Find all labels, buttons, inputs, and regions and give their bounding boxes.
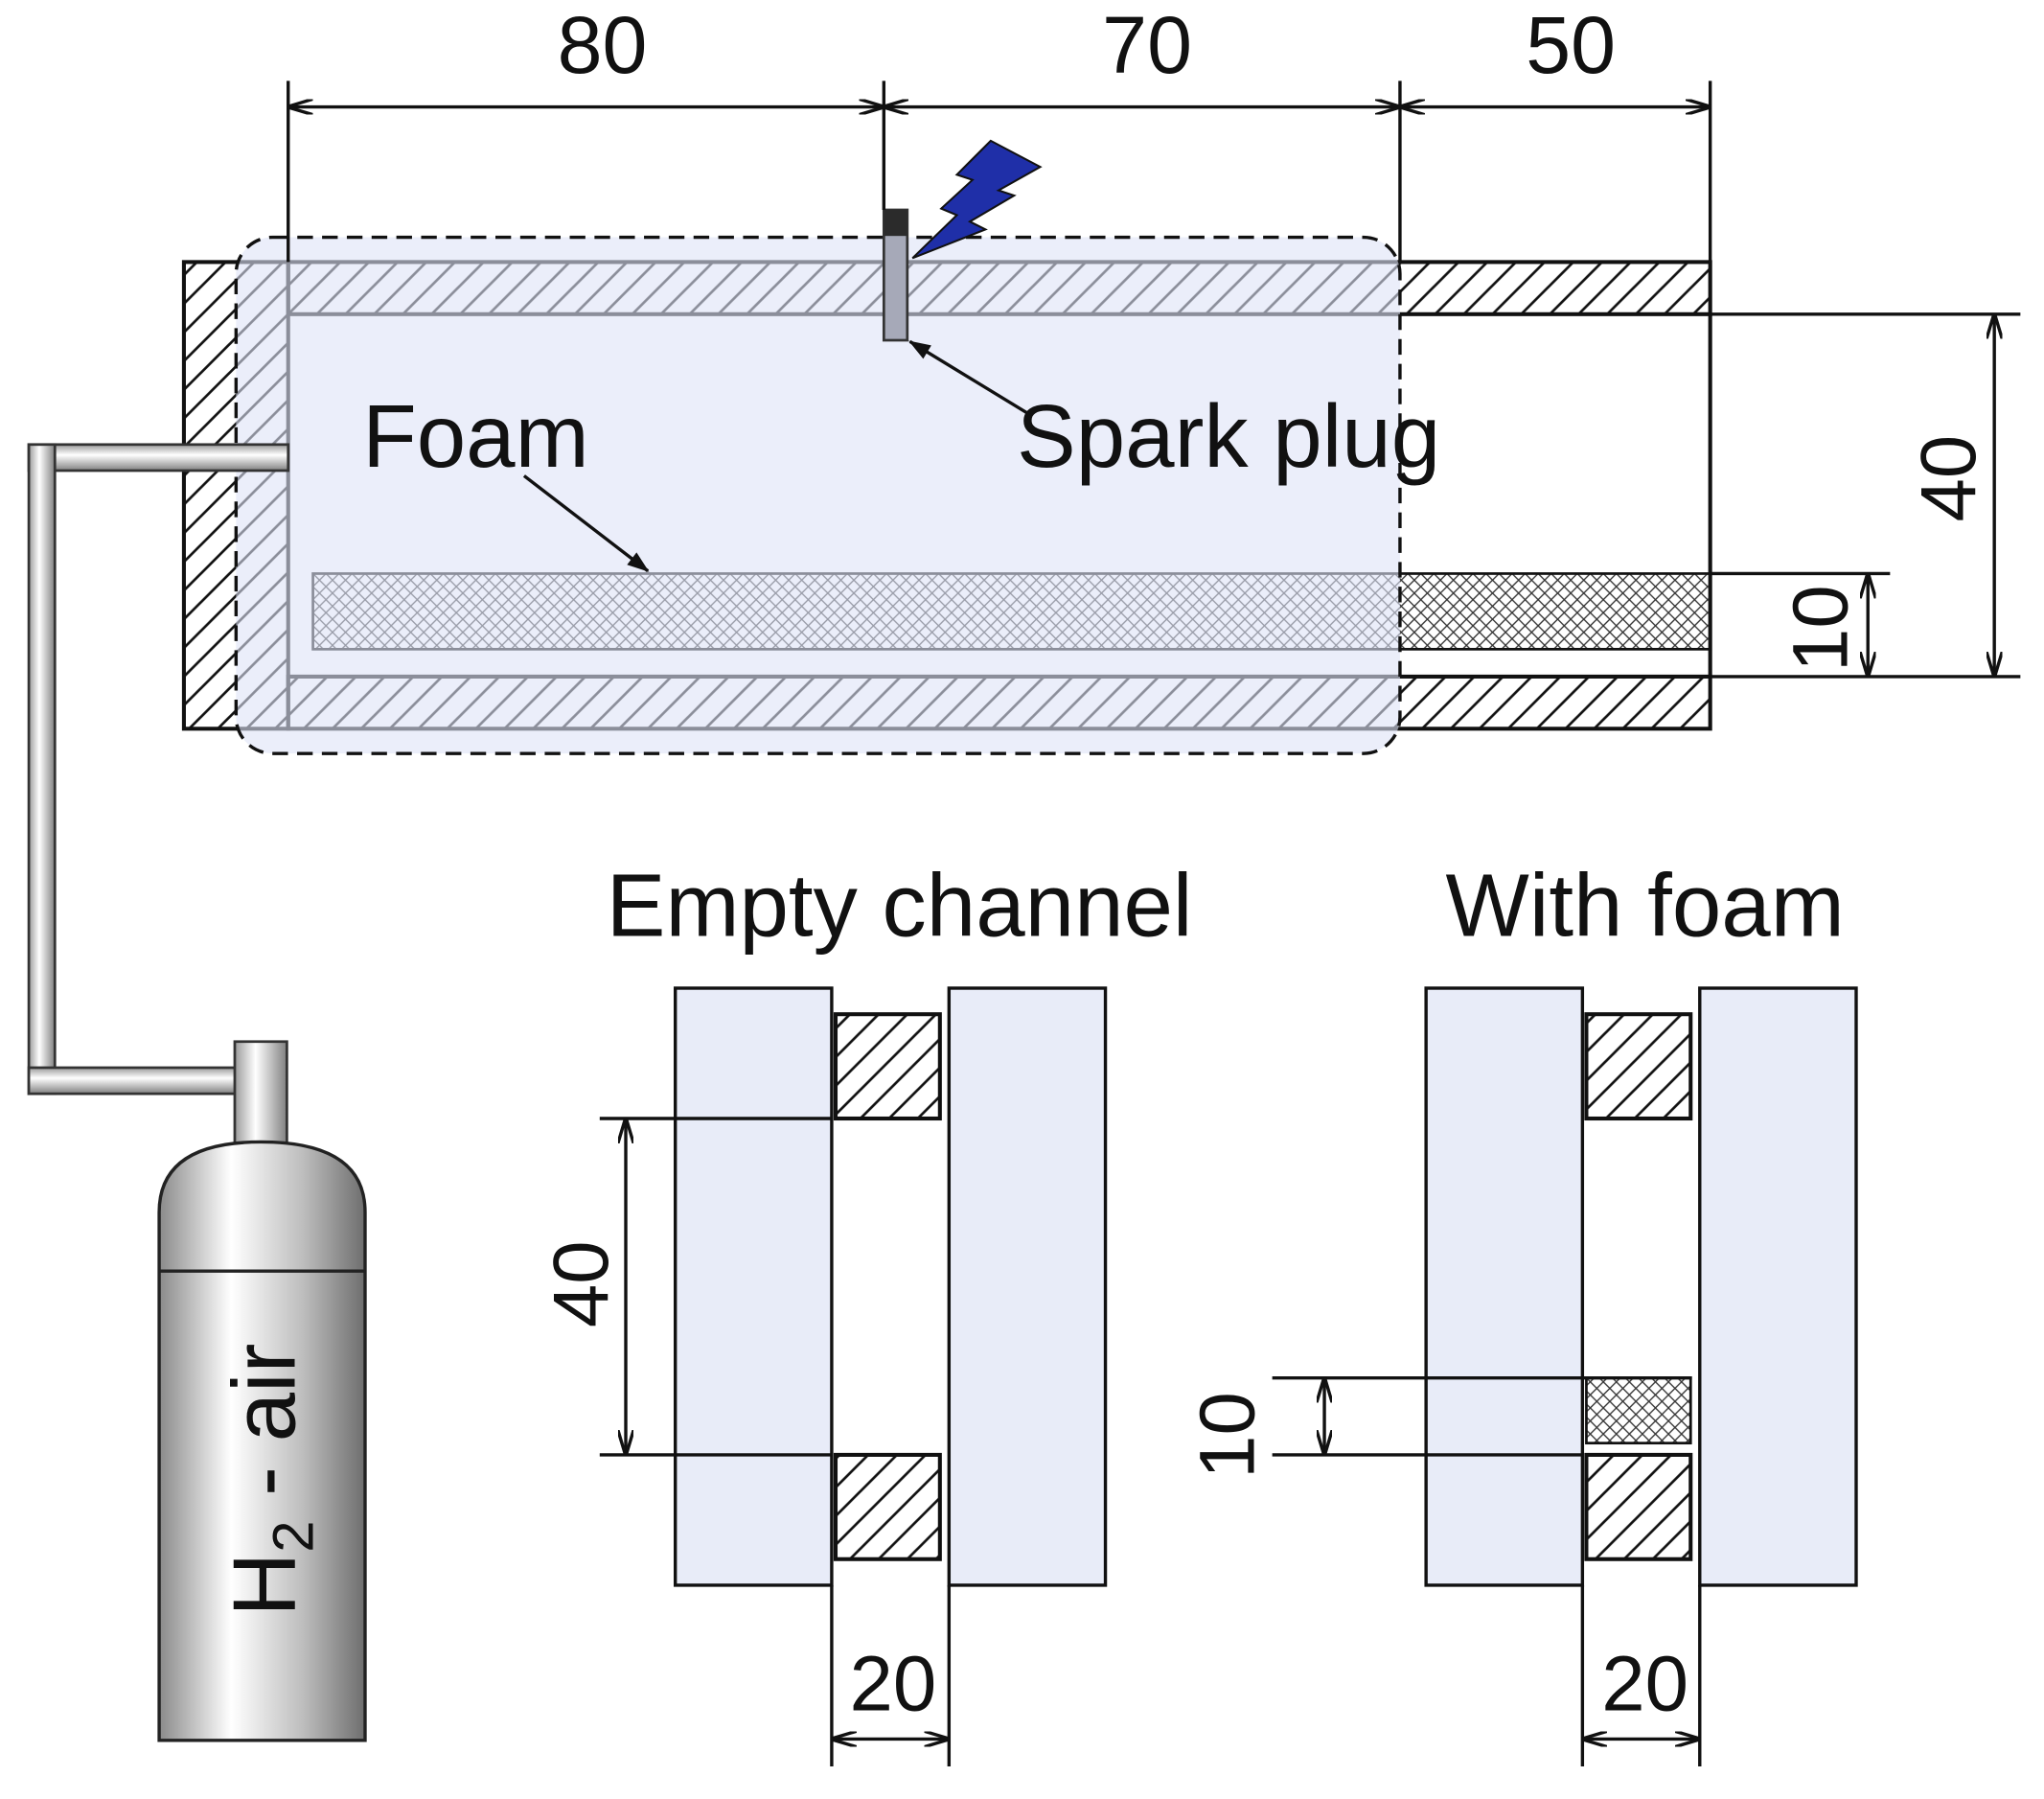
dim-label-70: 70 (1102, 0, 1192, 90)
foam-top-spacer (1584, 1012, 1693, 1121)
foam-label: Foam (362, 386, 588, 486)
gas-cylinder-icon (157, 1140, 367, 1742)
dim-label-80: 80 (558, 0, 648, 90)
lightning-bolt-icon (911, 139, 1043, 260)
side-dimensions (1710, 312, 2021, 679)
top-dimensions (287, 81, 1712, 263)
with-foam-title: With foam (1446, 856, 1845, 956)
dim-label-side-10: 10 (1777, 585, 1864, 672)
foam-bottom-spacer (1584, 1452, 1693, 1561)
dim-label-empty-20: 20 (849, 1641, 936, 1728)
empty-channel-title: Empty channel (607, 856, 1193, 956)
gas-supply: H2 - air (27, 443, 367, 1742)
empty-right-plate (947, 986, 1108, 1587)
empty-bottom-spacer (833, 1452, 942, 1561)
dim-label-50: 50 (1526, 0, 1616, 90)
empty-left-plate (674, 986, 834, 1587)
foam-insert (1585, 1376, 1692, 1445)
empty-top-spacer (833, 1012, 942, 1121)
dim-label-foam-20: 20 (1601, 1641, 1688, 1728)
chamber-region (234, 235, 1402, 755)
foam-right-plate (1698, 986, 1858, 1587)
dim-label-foam-10: 10 (1184, 1392, 1272, 1479)
dim-label-side-40: 40 (1905, 435, 1992, 522)
channel-side-view (181, 139, 1712, 755)
cylinder-label: H2 - air (215, 1344, 326, 1617)
foam-left-plate (1424, 986, 1585, 1587)
empty-channel-section (599, 986, 1108, 1766)
with-foam-section (1272, 986, 1858, 1766)
spark-plug-label: Spark plug (1017, 386, 1440, 486)
dim-label-empty-40: 40 (538, 1240, 625, 1327)
